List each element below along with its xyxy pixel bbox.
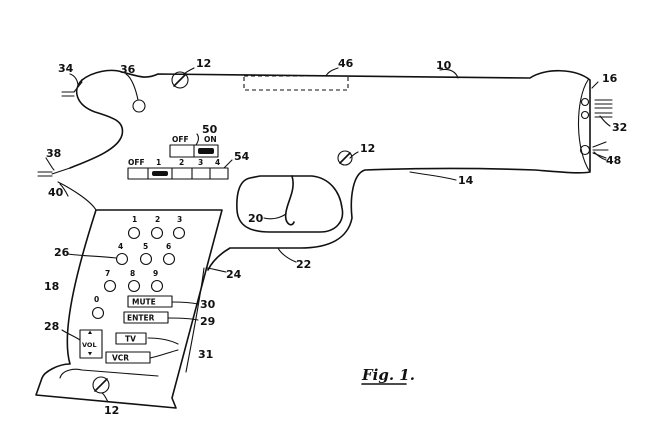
trigger <box>284 175 295 226</box>
key-9[interactable] <box>150 279 164 293</box>
key-1[interactable] <box>127 226 141 240</box>
mute-button-label: MUTE <box>132 298 156 307</box>
key-4[interactable] <box>115 252 129 266</box>
selector-54-off-label: OFF <box>128 158 145 167</box>
key-8-label: 8 <box>130 269 135 278</box>
volume-rocker-label: VOL <box>82 341 97 349</box>
ref-12-mid: 12 <box>360 142 375 155</box>
switch-50-off-label: OFF <box>172 135 189 144</box>
vcr-button-label: VCR <box>112 354 129 363</box>
key-0-label: 0 <box>94 295 99 304</box>
key-3-label: 3 <box>177 215 182 224</box>
key-7-label: 7 <box>105 269 110 278</box>
trigger-guard <box>236 175 344 233</box>
keypad-plate <box>35 209 223 409</box>
key-0[interactable] <box>91 306 105 320</box>
volume-down-icon <box>88 352 92 356</box>
hole-36 <box>132 99 146 113</box>
ref-36: 36 <box>120 63 136 76</box>
ref-24: 24 <box>226 268 242 281</box>
rear-emitter-38 <box>37 167 71 177</box>
leader-lines <box>45 67 611 403</box>
ref-26: 26 <box>54 246 70 259</box>
tv-button[interactable] <box>115 332 147 345</box>
key-3[interactable] <box>172 226 186 240</box>
key-5[interactable] <box>139 252 153 266</box>
ref-22: 22 <box>296 258 311 271</box>
key-2[interactable] <box>150 226 164 240</box>
ref-40: 40 <box>48 186 64 199</box>
screw-bottom <box>92 376 110 394</box>
compartment-46 <box>243 75 349 91</box>
emitter-top <box>580 97 590 107</box>
selector-54-pos3-label: 3 <box>198 158 203 167</box>
key-6-label: 6 <box>166 242 171 251</box>
key-4-label: 4 <box>118 242 123 251</box>
selector-54-pos4-label: 4 <box>215 158 220 167</box>
keypad-buttons: 1 2 3 4 5 6 7 8 9 0 <box>91 215 186 320</box>
ref-16: 16 <box>602 72 618 85</box>
ref-10: 10 <box>436 59 452 72</box>
rear-emitter-34 <box>61 81 83 97</box>
sensor-48 <box>579 144 591 156</box>
ref-18: 18 <box>44 280 59 293</box>
tv-button-label: TV <box>125 335 136 344</box>
screw-top <box>171 71 189 89</box>
figure-label: Fig. 1. <box>361 366 415 384</box>
ref-12-bottom: 12 <box>104 404 119 417</box>
ref-30: 30 <box>200 298 216 311</box>
ref-34: 34 <box>58 62 74 75</box>
volume-rocker[interactable] <box>79 329 103 359</box>
selector-54-actuator[interactable] <box>152 171 168 176</box>
keypad-plate-inner <box>59 368 159 379</box>
key-5-label: 5 <box>143 242 148 251</box>
ref-28: 28 <box>44 320 59 333</box>
grip-back-outline <box>69 79 124 169</box>
ref-12-top: 12 <box>196 57 211 70</box>
ref-38: 38 <box>46 147 61 160</box>
cord-40 <box>57 181 97 211</box>
key-9-label: 9 <box>153 269 158 278</box>
ref-31: 31 <box>198 348 213 361</box>
switch-50-on-label: ON <box>204 135 217 144</box>
selector-54-pos2-label: 2 <box>179 158 184 167</box>
key-2-label: 2 <box>155 215 160 224</box>
ref-20: 20 <box>248 212 264 225</box>
switch-50-actuator[interactable] <box>198 148 214 154</box>
ref-54: 54 <box>234 150 250 163</box>
ref-50: 50 <box>202 123 218 136</box>
enter-button-label: ENTER <box>127 314 155 323</box>
gun-body-outline <box>81 69 591 271</box>
selector-54 <box>127 167 229 180</box>
ref-32: 32 <box>612 121 627 134</box>
emitter-rays <box>592 99 613 159</box>
screw-mid <box>337 150 353 166</box>
key-1-label: 1 <box>132 215 137 224</box>
ref-29: 29 <box>200 315 215 328</box>
volume-up-icon <box>88 330 92 334</box>
key-8[interactable] <box>127 279 141 293</box>
ref-14: 14 <box>458 174 474 187</box>
ref-48: 48 <box>606 154 621 167</box>
key-7[interactable] <box>103 279 117 293</box>
key-6[interactable] <box>162 252 176 266</box>
selector-54-pos1-label: 1 <box>156 158 161 167</box>
ref-46: 46 <box>338 57 354 70</box>
emitter-bottom <box>580 110 590 120</box>
muzzle-curve <box>577 79 591 173</box>
